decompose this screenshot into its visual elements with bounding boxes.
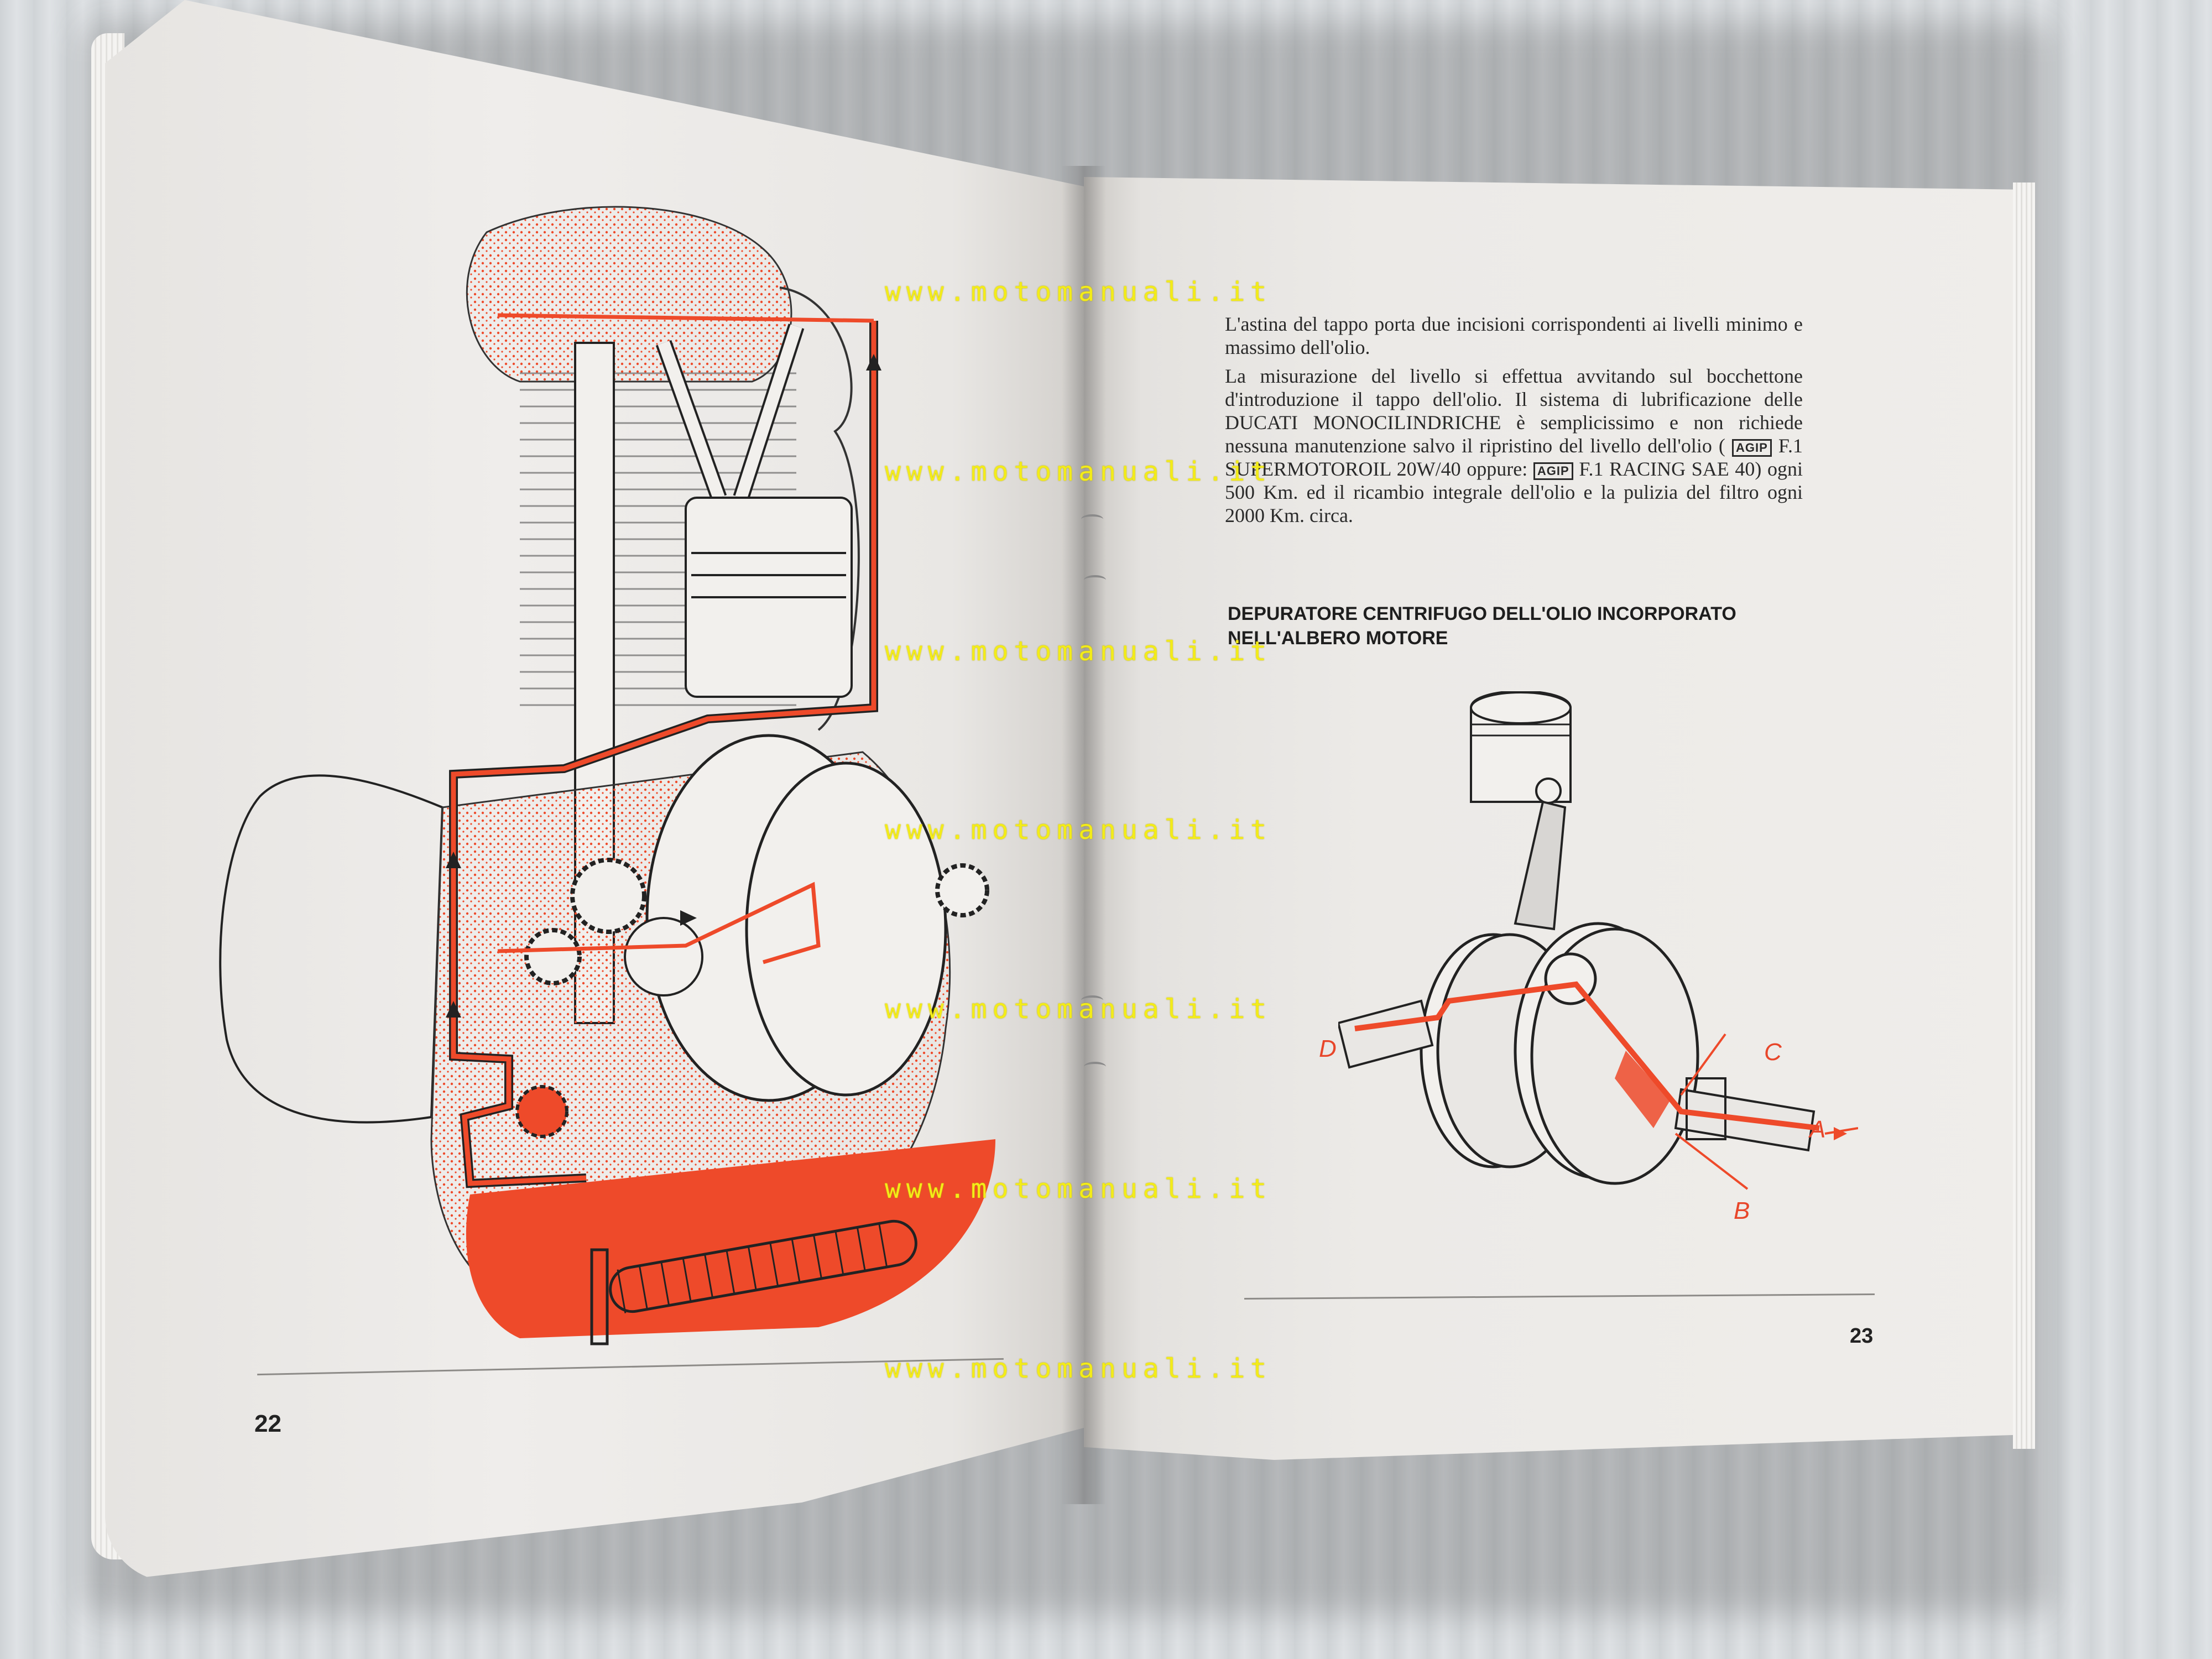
- right-page-edges: [2013, 182, 2035, 1449]
- body-text: L'astina del tappo porta due incisioni c…: [1225, 312, 1803, 533]
- watermark: www.motomanuali.it: [885, 636, 1272, 667]
- watermark: www.motomanuali.it: [885, 994, 1272, 1025]
- watermark: www.motomanuali.it: [885, 815, 1272, 846]
- page-number-right: 23: [1850, 1324, 1874, 1348]
- watermark: www.motomanuali.it: [885, 1173, 1272, 1204]
- book-gutter: [1062, 166, 1106, 1504]
- diagram-label-a: A: [1809, 1116, 1826, 1143]
- diagram-label-d: D: [1319, 1035, 1337, 1062]
- paragraph-oil-dipstick: L'astina del tappo porta due incisioni c…: [1225, 313, 1803, 358]
- binding-stitch: [1081, 995, 1103, 1005]
- binding-stitch: [1084, 1062, 1106, 1072]
- watermark: www.motomanuali.it: [885, 276, 1272, 307]
- paragraph-text-mid: F.1 SUPERMOTOROIL 20W/40 oppure:: [1225, 435, 1803, 480]
- crankshaft-illustration: [1338, 691, 1858, 1190]
- paragraph-oil-maintenance: La misurazione del livello si effettua a…: [1225, 364, 1803, 527]
- section-heading: DEPURATORE CENTRIFUGO DELL'OLIO INCORPOR…: [1228, 603, 1736, 649]
- binding-stitch: [1084, 575, 1106, 585]
- page-number-left: 22: [254, 1410, 281, 1437]
- paragraph-text-end: F.1 RACING SAE 40) ogni 500 Km. ed il ri…: [1225, 458, 1803, 526]
- paragraph-text-start: La misurazione del livello si effettua a…: [1225, 365, 1803, 457]
- agip-logo: AGIP: [1533, 462, 1573, 480]
- watermark: www.motomanuali.it: [885, 1353, 1272, 1384]
- agip-logo: AGIP: [1732, 439, 1772, 457]
- binding-stitch: [1081, 514, 1103, 524]
- diagram-label-b: B: [1734, 1197, 1750, 1224]
- engine-lubrication-illustration: [219, 206, 995, 1345]
- diagram-label-c: C: [1764, 1039, 1782, 1066]
- watermark: www.motomanuali.it: [885, 456, 1272, 487]
